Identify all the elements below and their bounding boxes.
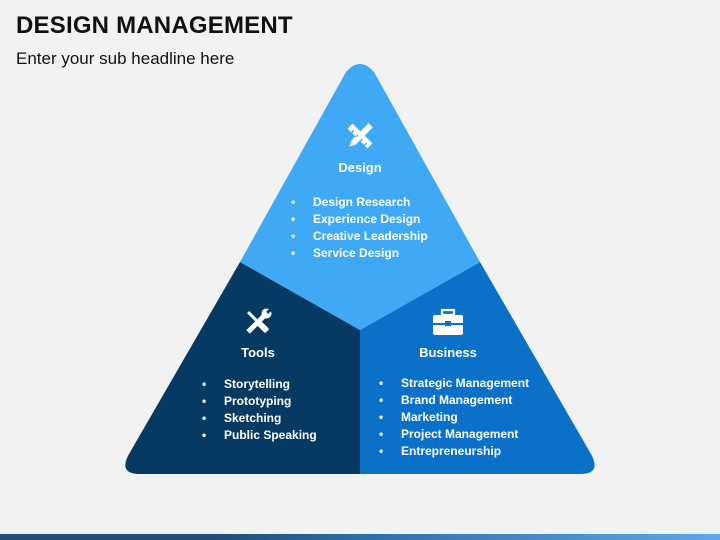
business-bullet: •	[379, 393, 383, 407]
list-item: Creative Leadership	[313, 229, 428, 243]
list-item: Experience Design	[313, 212, 420, 226]
list-item: Sketching	[224, 411, 281, 425]
page-subtitle: Enter your sub headline here	[16, 49, 235, 68]
design-bullet: •	[291, 195, 295, 209]
tools-bullet: •	[202, 377, 206, 391]
list-item: Entrepreneurship	[401, 444, 501, 458]
tools-bullet: •	[202, 411, 206, 425]
design-list: • Design Research • Experience Design • …	[291, 195, 428, 260]
design-bullet: •	[291, 212, 295, 226]
list-item: Brand Management	[401, 393, 512, 407]
design-bullet: •	[291, 229, 295, 243]
business-bullet: •	[379, 376, 383, 390]
design-bullet: •	[291, 246, 295, 260]
business-bullet: •	[379, 410, 383, 424]
pencil-ruler-icon	[347, 123, 373, 149]
tools-list: • Storytelling • Prototyping • Sketching…	[202, 377, 317, 442]
list-item: Storytelling	[224, 377, 290, 391]
design-segment	[240, 64, 480, 330]
tools-bullet: •	[202, 428, 206, 442]
list-item: Design Research	[313, 195, 410, 209]
list-item: Project Management	[401, 427, 518, 441]
list-item: Public Speaking	[224, 428, 317, 442]
tools-segment	[125, 262, 360, 474]
list-item: Service Design	[313, 246, 399, 260]
tools-title: Tools	[241, 345, 275, 360]
briefcase-icon	[433, 308, 463, 335]
business-segment	[360, 262, 595, 474]
business-bullet: •	[379, 427, 383, 441]
bottom-accent-bar	[0, 534, 720, 540]
wrench-screwdriver-icon	[246, 308, 272, 334]
business-title: Business	[419, 345, 477, 360]
list-item: Strategic Management	[401, 376, 529, 390]
tools-bullet: •	[202, 394, 206, 408]
business-list: • Strategic Management • Brand Managemen…	[379, 376, 529, 458]
list-item: Marketing	[401, 410, 458, 424]
design-title: Design	[338, 160, 381, 175]
business-bullet: •	[379, 444, 383, 458]
list-item: Prototyping	[224, 394, 291, 408]
page-title: DESIGN MANAGEMENT	[16, 12, 293, 39]
